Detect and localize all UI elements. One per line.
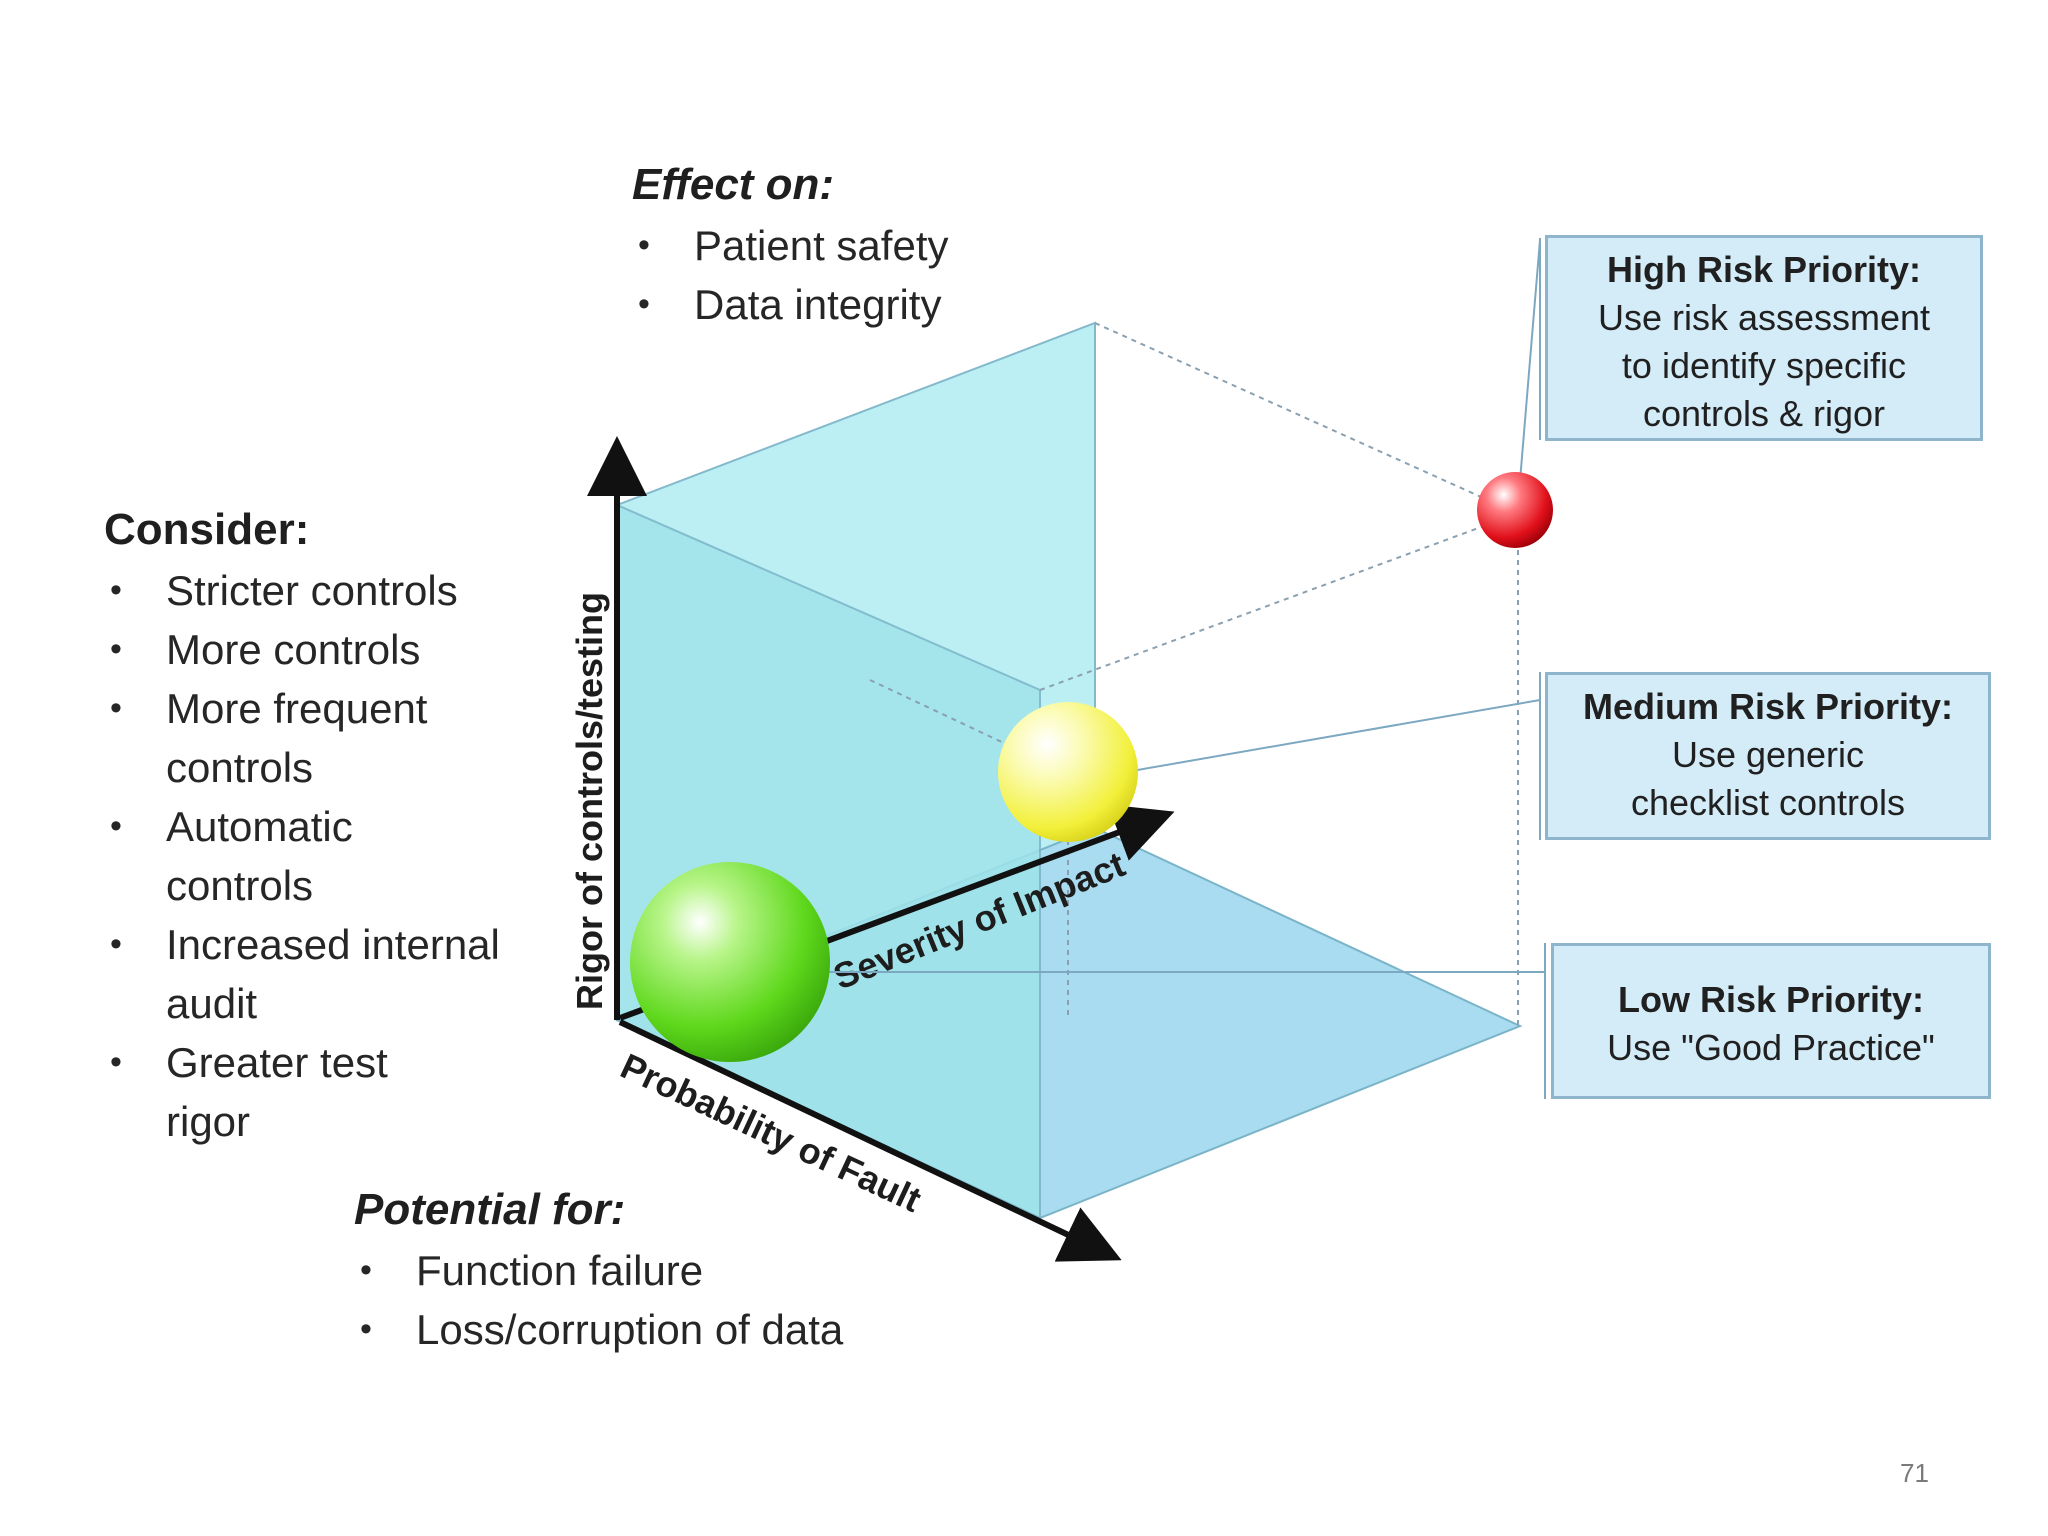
list-item: More controls [104, 620, 544, 679]
effect-heading: Effect on: [632, 160, 835, 209]
list-item: Automatic controls [104, 797, 466, 915]
low-risk-title: Low Risk Priority: [1617, 979, 1925, 1020]
medium-risk-sphere [998, 702, 1138, 842]
high-risk-title: High Risk Priority: [1606, 249, 1922, 290]
potential-heading: Potential for: [354, 1185, 626, 1234]
high-risk-sphere [1477, 472, 1553, 548]
medium-risk-title: Medium Risk Priority: [1582, 686, 1954, 727]
vertical-axis-label: Rigor of controls/testing [569, 592, 610, 1010]
high-risk-priority-box: High Risk Priority: Use risk assessment … [1545, 235, 1983, 441]
low-risk-text: Use "Good Practice" [1607, 1027, 1935, 1068]
potential-for-block: Potential for: Function failure Loss/cor… [354, 1185, 1014, 1359]
effect-on-block: Effect on: Patient safety Data integrity [632, 160, 1052, 334]
list-item: Stricter controls [104, 561, 544, 620]
high-risk-text: Use risk assessment to identify specific… [1597, 297, 1931, 434]
list-item: More frequent controls [104, 679, 546, 797]
list-item: Patient safety [632, 216, 1052, 275]
consider-list: Stricter controls More controls More fre… [104, 561, 544, 1151]
list-item: Increased internal audit [104, 915, 546, 1033]
page-number: 71 [1900, 1458, 1929, 1488]
potential-list: Function failure Loss/corruption of data [354, 1241, 1014, 1359]
low-risk-priority-box: Low Risk Priority: Use "Good Practice" [1551, 943, 1991, 1099]
list-item: Function failure [354, 1241, 1014, 1300]
consider-block: Consider: Stricter controls More control… [104, 505, 544, 1151]
effect-list: Patient safety Data integrity [632, 216, 1052, 334]
connector-lines [730, 238, 1546, 1099]
medium-risk-priority-box: Medium Risk Priority: Use generic checkl… [1545, 672, 1991, 840]
consider-heading: Consider: [104, 505, 310, 554]
low-risk-sphere [630, 862, 830, 1062]
medium-risk-text: Use generic checklist controls [1630, 734, 1906, 823]
horizontal-axis [618, 1019, 1122, 1262]
list-item: Loss/corruption of data [354, 1300, 1014, 1359]
list-item: Greater test rigor [104, 1033, 466, 1151]
list-item: Data integrity [632, 275, 1052, 334]
